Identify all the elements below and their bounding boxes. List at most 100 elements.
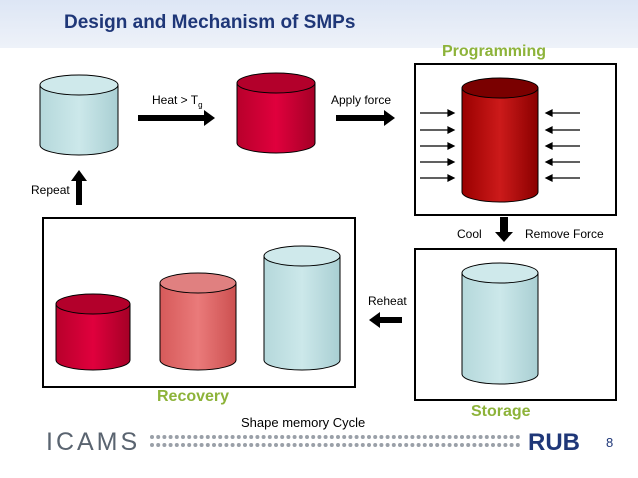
cylinder-heated xyxy=(236,72,316,154)
footer-dot xyxy=(336,443,340,447)
footer-dot xyxy=(515,443,520,447)
footer-dot xyxy=(497,443,502,447)
caption-shape-memory-cycle: Shape memory Cycle xyxy=(241,415,366,430)
footer-dot xyxy=(292,435,297,439)
footer-dot xyxy=(472,443,477,447)
footer-dot xyxy=(367,435,371,439)
footer-dot xyxy=(174,435,179,439)
footer-dot xyxy=(435,443,440,447)
footer-dot xyxy=(460,435,464,439)
footer-dot xyxy=(503,443,508,447)
footer-dot xyxy=(274,443,278,447)
footer-dot xyxy=(329,443,334,447)
footer-dot xyxy=(193,443,198,447)
label-repeat: Repeat xyxy=(31,183,70,197)
label-heat-subscript: g xyxy=(198,100,203,110)
footer-dot xyxy=(484,435,489,439)
footer-dot xyxy=(466,435,471,439)
footer-dot xyxy=(168,435,173,439)
footer-dot xyxy=(416,435,421,439)
footer-dot xyxy=(491,443,495,447)
footer-dot xyxy=(385,443,390,447)
stage-recovery: Recovery xyxy=(157,388,230,405)
footer-dot xyxy=(429,443,433,447)
cylinder-recovery-small xyxy=(55,293,131,371)
footer-dot xyxy=(404,435,409,439)
footer-dot xyxy=(280,435,285,439)
cylinder-storage xyxy=(461,262,539,385)
footer-dot xyxy=(199,443,204,447)
arrow-cool xyxy=(495,217,513,242)
label-reheat: Reheat xyxy=(368,294,407,308)
footer-dot xyxy=(162,435,167,439)
footer-dot xyxy=(379,435,384,439)
footer-dot xyxy=(187,435,192,439)
footer-dot xyxy=(267,435,272,439)
footer-dot xyxy=(150,443,154,447)
footer-dot xyxy=(385,435,390,439)
footer-dot xyxy=(360,443,365,447)
footer-dot xyxy=(441,435,446,439)
footer-dot xyxy=(460,443,464,447)
footer-dot xyxy=(503,435,508,439)
footer-dot xyxy=(373,443,378,447)
footer-dot xyxy=(441,443,446,447)
footer-dot xyxy=(466,443,471,447)
footer-dot xyxy=(199,435,204,439)
label-heat: Heat > Tg xyxy=(152,93,203,110)
footer-dot xyxy=(286,443,291,447)
footer-dot xyxy=(391,435,396,439)
footer-dot xyxy=(298,443,303,447)
label-apply-force: Apply force xyxy=(331,93,392,107)
footer-dot xyxy=(243,435,247,439)
footer-dot xyxy=(280,443,285,447)
footer-dot xyxy=(515,435,520,439)
footer-dot xyxy=(509,443,514,447)
force-arrows-right xyxy=(544,109,580,182)
footer-dot xyxy=(181,443,185,447)
footer-dot xyxy=(212,443,216,447)
footer-dot xyxy=(156,435,161,439)
footer-dot xyxy=(261,443,266,447)
footer-dot xyxy=(398,435,402,439)
footer-dot xyxy=(311,443,316,447)
arrow-apply-force xyxy=(336,110,395,126)
footer-dot xyxy=(379,443,384,447)
footer-dot xyxy=(360,435,365,439)
footer-dot xyxy=(422,443,427,447)
footer-dot xyxy=(348,435,353,439)
footer-dot xyxy=(224,443,229,447)
footer-dot xyxy=(305,435,309,439)
footer-dot xyxy=(354,443,359,447)
footer-dot xyxy=(292,443,297,447)
footer-dot xyxy=(336,435,340,439)
cylinder-recovery-medium xyxy=(159,272,237,371)
cylinder-programming xyxy=(461,77,539,203)
page-number: 8 xyxy=(606,435,614,450)
footer-dot xyxy=(317,435,322,439)
footer-dot xyxy=(174,443,179,447)
footer-dot xyxy=(243,443,247,447)
footer-dot xyxy=(218,443,223,447)
footer-dot xyxy=(348,443,353,447)
footer-dot xyxy=(329,435,334,439)
footer-dot xyxy=(447,443,452,447)
footer-dot xyxy=(249,443,254,447)
footer-dot xyxy=(453,443,458,447)
footer-dot xyxy=(367,443,371,447)
footer-dot xyxy=(391,443,396,447)
footer-dot xyxy=(168,443,173,447)
footer-dot xyxy=(193,435,198,439)
footer-dot xyxy=(187,443,192,447)
footer-dot xyxy=(267,443,272,447)
arrow-repeat xyxy=(71,170,87,205)
footer-dot xyxy=(509,435,514,439)
footer-dot xyxy=(224,435,229,439)
footer-dot xyxy=(497,435,502,439)
arrow-heat xyxy=(138,110,215,126)
footer-dot xyxy=(416,443,421,447)
footer-dot xyxy=(311,435,316,439)
footer-dot xyxy=(205,435,210,439)
footer-dot xyxy=(205,443,210,447)
